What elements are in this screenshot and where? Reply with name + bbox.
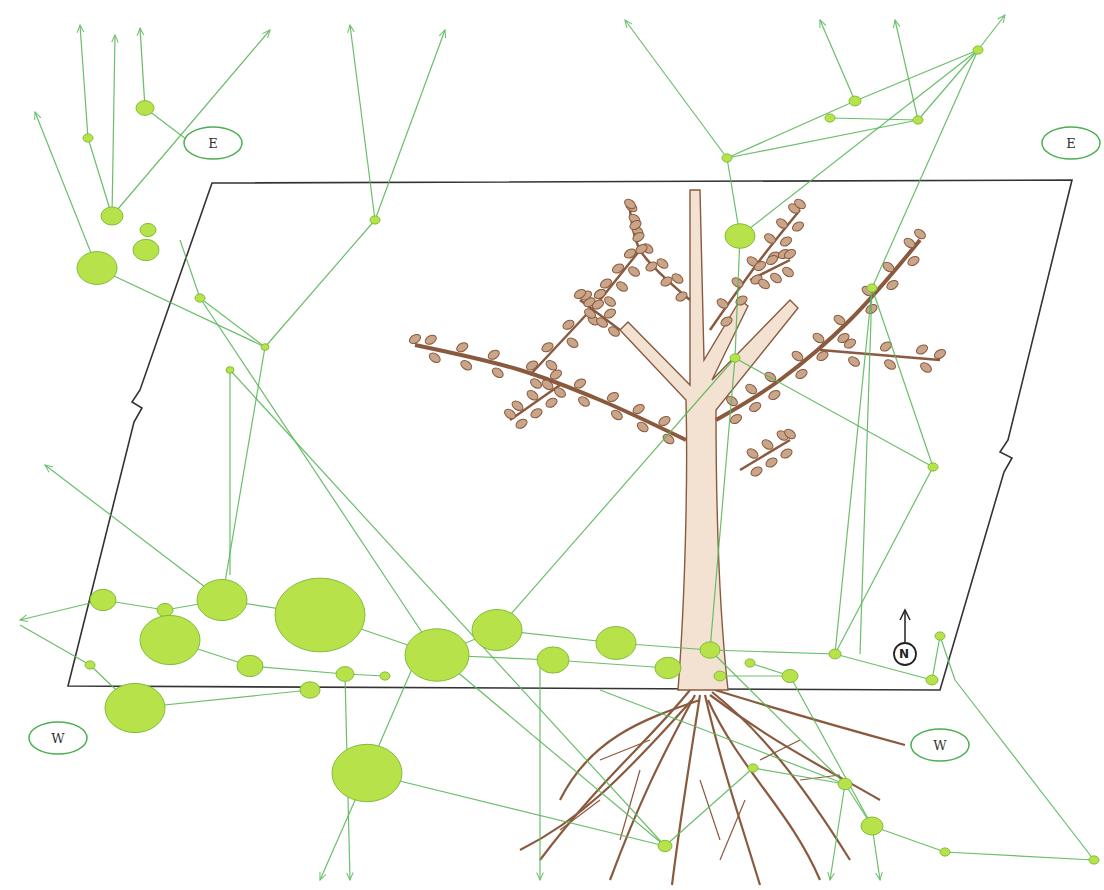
compass-circle: E <box>183 126 243 160</box>
green-network <box>20 15 1099 880</box>
north-label: N <box>899 647 909 661</box>
north-symbol <box>894 610 916 665</box>
ground-plane <box>68 180 1072 690</box>
direction-letter: W <box>51 732 64 745</box>
tree-drawing <box>408 190 947 885</box>
compass-circle: E <box>1041 126 1101 160</box>
compass-circle: W <box>910 728 970 762</box>
direction-letter: W <box>933 739 946 752</box>
direction-letter: E <box>1066 137 1076 150</box>
compass-circle: W <box>28 721 88 755</box>
direction-letter: E <box>208 137 218 150</box>
